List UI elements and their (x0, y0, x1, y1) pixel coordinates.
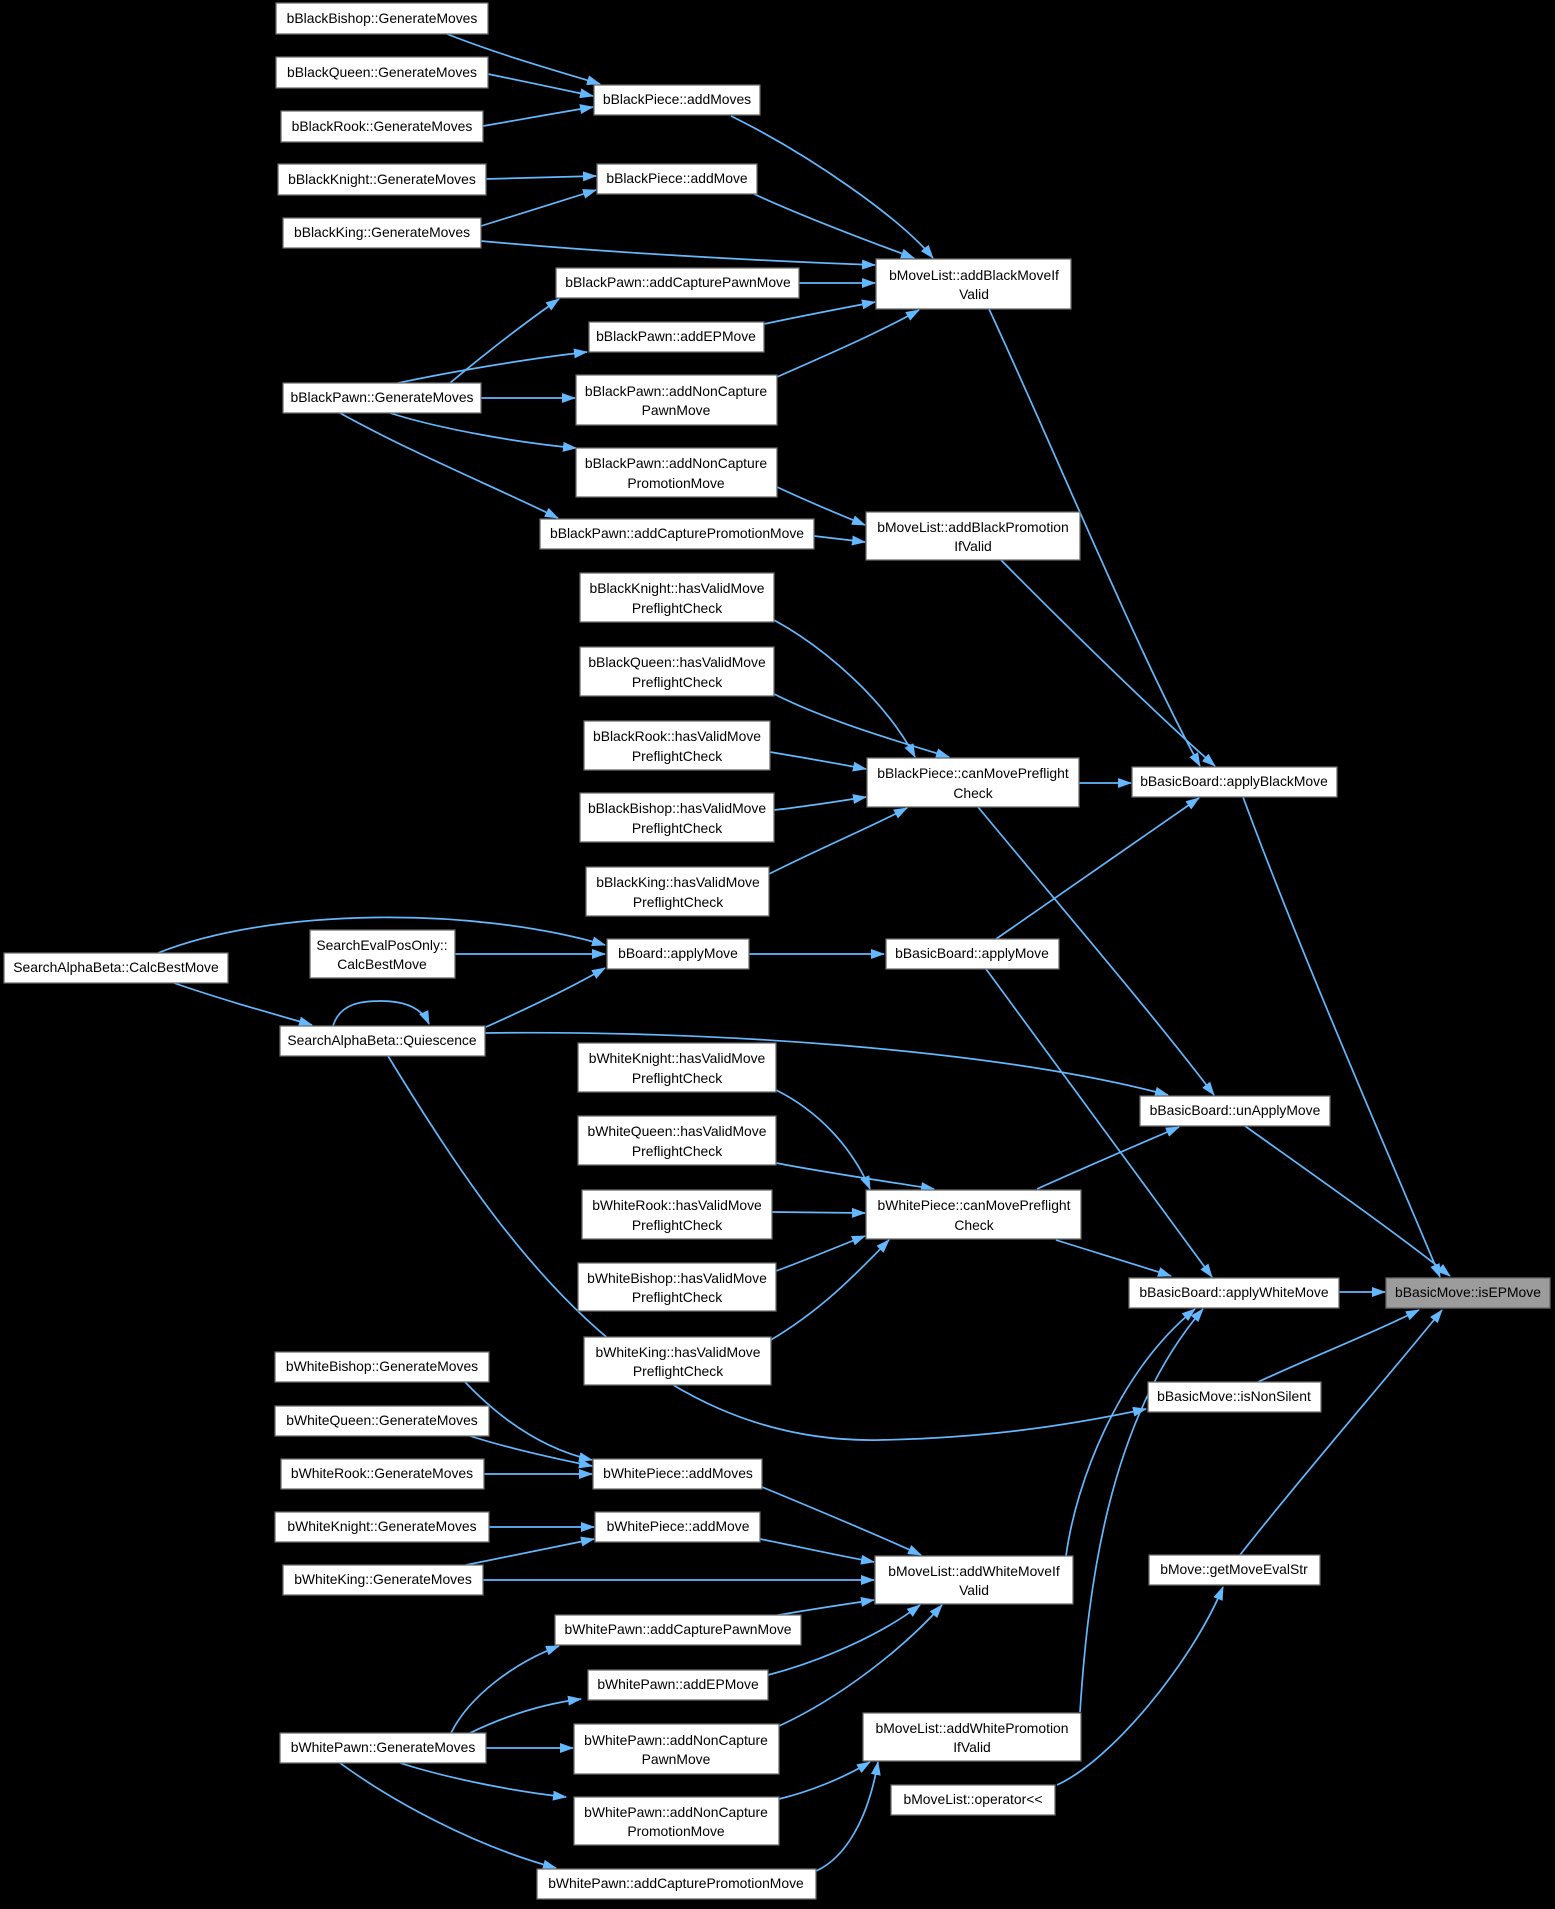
svg-text:bBlackPawn::addCapturePawnMove: bBlackPawn::addCapturePawnMove (565, 274, 791, 290)
svg-text:bBlackKing::hasValidMove: bBlackKing::hasValidMove (596, 874, 760, 890)
svg-text:bBlackBishop::hasValidMove: bBlackBishop::hasValidMove (588, 800, 766, 816)
svg-text:bBasicMove::isNonSilent: bBasicMove::isNonSilent (1157, 1388, 1311, 1404)
svg-text:bWhiteQueen::hasValidMove: bWhiteQueen::hasValidMove (588, 1123, 767, 1139)
svg-text:bWhitePawn::GenerateMoves: bWhitePawn::GenerateMoves (291, 1739, 476, 1755)
svg-text:PromotionMove: PromotionMove (627, 475, 725, 491)
svg-text:PreflightCheck: PreflightCheck (632, 674, 722, 690)
svg-text:bWhitePiece::canMovePreflight: bWhitePiece::canMovePreflight (877, 1197, 1070, 1213)
svg-text:Check: Check (954, 1217, 993, 1233)
svg-text:PreflightCheck: PreflightCheck (632, 1289, 722, 1305)
svg-text:PreflightCheck: PreflightCheck (632, 1070, 722, 1086)
svg-text:bBoard::applyMove: bBoard::applyMove (618, 945, 738, 961)
svg-text:Check: Check (953, 785, 992, 801)
svg-text:bMoveList::addWhiteMoveIf: bMoveList::addWhiteMoveIf (888, 1563, 1060, 1579)
svg-text:IfValid: IfValid (954, 538, 992, 554)
svg-text:PreflightCheck: PreflightCheck (632, 1143, 722, 1159)
svg-text:bBlackRook::GenerateMoves: bBlackRook::GenerateMoves (292, 118, 473, 134)
svg-text:bBlackKnight::GenerateMoves: bBlackKnight::GenerateMoves (288, 171, 476, 187)
svg-text:SearchEvalPosOnly::: SearchEvalPosOnly:: (316, 937, 447, 953)
svg-text:bWhiteKing::hasValidMove: bWhiteKing::hasValidMove (596, 1344, 761, 1360)
svg-text:bWhitePawn::addNonCapture: bWhitePawn::addNonCapture (584, 1804, 768, 1820)
svg-text:bWhitePawn::addCapturePromotio: bWhitePawn::addCapturePromotionMove (548, 1875, 804, 1891)
svg-text:PreflightCheck: PreflightCheck (632, 600, 722, 616)
svg-text:bBasicBoard::applyBlackMove: bBasicBoard::applyBlackMove (1140, 773, 1328, 789)
svg-text:bBlackPawn::addNonCapture: bBlackPawn::addNonCapture (585, 455, 768, 471)
svg-text:SearchAlphaBeta::CalcBestMove: SearchAlphaBeta::CalcBestMove (13, 959, 219, 975)
svg-text:bBlackPiece::canMovePreflight: bBlackPiece::canMovePreflight (877, 765, 1069, 781)
svg-text:bBlackRook::hasValidMove: bBlackRook::hasValidMove (593, 728, 761, 744)
svg-text:bBasicMove::isEPMove: bBasicMove::isEPMove (1395, 1284, 1541, 1300)
svg-text:bMoveList::addBlackMoveIf: bMoveList::addBlackMoveIf (889, 267, 1059, 283)
svg-text:bWhitePawn::addEPMove: bWhitePawn::addEPMove (597, 1676, 759, 1692)
svg-text:Valid: Valid (959, 1582, 989, 1598)
svg-text:bBlackBishop::GenerateMoves: bBlackBishop::GenerateMoves (287, 10, 478, 26)
svg-text:IfValid: IfValid (953, 1739, 991, 1755)
svg-text:PawnMove: PawnMove (642, 1751, 711, 1767)
svg-text:Valid: Valid (959, 286, 989, 302)
svg-text:bBlackPawn::addCapturePromotio: bBlackPawn::addCapturePromotionMove (550, 525, 804, 541)
svg-text:bMoveList::addBlackPromotion: bMoveList::addBlackPromotion (877, 519, 1068, 535)
svg-text:bBasicBoard::unApplyMove: bBasicBoard::unApplyMove (1150, 1102, 1321, 1118)
svg-text:bWhiteRook::hasValidMove: bWhiteRook::hasValidMove (592, 1197, 762, 1213)
svg-text:bWhitePiece::addMoves: bWhitePiece::addMoves (603, 1465, 753, 1481)
svg-text:SearchAlphaBeta::Quiescence: SearchAlphaBeta::Quiescence (287, 1032, 476, 1048)
svg-text:bWhitePawn::addNonCapture: bWhitePawn::addNonCapture (584, 1732, 768, 1748)
svg-text:bWhitePawn::addCapturePawnMove: bWhitePawn::addCapturePawnMove (564, 1621, 791, 1637)
svg-text:bBlackPiece::addMove: bBlackPiece::addMove (606, 170, 748, 186)
svg-text:bBlackQueen::hasValidMove: bBlackQueen::hasValidMove (588, 654, 766, 670)
svg-text:bBlackPawn::addEPMove: bBlackPawn::addEPMove (596, 328, 756, 344)
svg-text:PreflightCheck: PreflightCheck (632, 820, 722, 836)
svg-text:bMoveList::addWhitePromotion: bMoveList::addWhitePromotion (875, 1720, 1068, 1736)
svg-text:PromotionMove: PromotionMove (627, 1823, 725, 1839)
svg-text:bBlackPawn::GenerateMoves: bBlackPawn::GenerateMoves (291, 389, 474, 405)
svg-text:bBasicBoard::applyWhiteMove: bBasicBoard::applyWhiteMove (1139, 1284, 1328, 1300)
svg-text:bMoveList::operator<<: bMoveList::operator<< (904, 1791, 1043, 1807)
svg-text:PawnMove: PawnMove (642, 402, 711, 418)
svg-text:bBlackKing::GenerateMoves: bBlackKing::GenerateMoves (294, 224, 470, 240)
svg-text:PreflightCheck: PreflightCheck (632, 1217, 722, 1233)
svg-text:bWhiteKnight::hasValidMove: bWhiteKnight::hasValidMove (589, 1050, 766, 1066)
svg-text:PreflightCheck: PreflightCheck (633, 1363, 723, 1379)
svg-text:bWhiteBishop::hasValidMove: bWhiteBishop::hasValidMove (587, 1270, 767, 1286)
svg-text:bMove::getMoveEvalStr: bMove::getMoveEvalStr (1160, 1561, 1308, 1577)
svg-text:bWhiteRook::GenerateMoves: bWhiteRook::GenerateMoves (291, 1465, 473, 1481)
svg-text:bBasicBoard::applyMove: bBasicBoard::applyMove (895, 945, 1049, 961)
svg-text:bWhiteKnight::GenerateMoves: bWhiteKnight::GenerateMoves (287, 1518, 476, 1534)
svg-text:bWhiteKing::GenerateMoves: bWhiteKing::GenerateMoves (294, 1571, 472, 1587)
svg-text:bWhiteQueen::GenerateMoves: bWhiteQueen::GenerateMoves (286, 1412, 478, 1428)
svg-text:bBlackQueen::GenerateMoves: bBlackQueen::GenerateMoves (287, 64, 477, 80)
svg-text:CalcBestMove: CalcBestMove (337, 956, 427, 972)
svg-text:bBlackPiece::addMoves: bBlackPiece::addMoves (603, 91, 751, 107)
svg-text:bWhiteBishop::GenerateMoves: bWhiteBishop::GenerateMoves (286, 1358, 478, 1374)
svg-text:bWhitePiece::addMove: bWhitePiece::addMove (607, 1518, 750, 1534)
svg-text:PreflightCheck: PreflightCheck (633, 894, 723, 910)
svg-text:PreflightCheck: PreflightCheck (632, 748, 722, 764)
svg-text:bBlackKnight::hasValidMove: bBlackKnight::hasValidMove (589, 580, 764, 596)
svg-text:bBlackPawn::addNonCapture: bBlackPawn::addNonCapture (585, 383, 768, 399)
